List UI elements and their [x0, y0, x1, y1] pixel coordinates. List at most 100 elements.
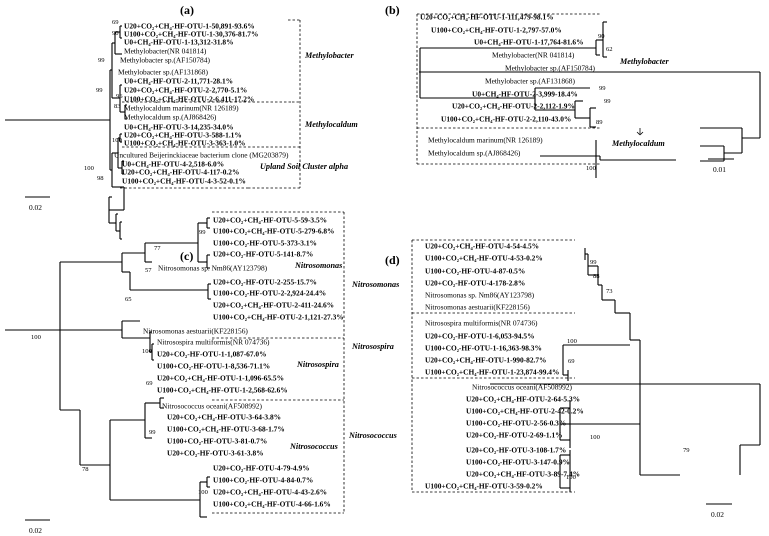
panel-d-leaf: U20+CO₂+CH₄-HF-OTU-2-64-5.3%: [466, 395, 580, 404]
panel-d-leaf: U100+CO₂+CH₄-HF-OTU-3-59-0.2%: [425, 482, 543, 491]
panel-c-leaf: U100+CO₂-HF-OTU-4-84-0.7%: [213, 476, 313, 485]
panel-d-leaf: Nitrosococcus oceani(AF508992): [472, 383, 572, 392]
panel-c-leaf: U100+CO₂-HF-OTU-1-8,536-71.1%: [157, 362, 270, 371]
panel-a-branches: [5, 25, 127, 240]
panel-a-leaf: U100+CO₂+CH₄-HF-OTU-1-30,376-81.7%: [124, 30, 258, 39]
panel-c-leaf: U100+CO₂+CH₄-HF-OTU-4-66-1.6%: [213, 500, 331, 509]
panel-d-leaf: U100+CO₂-HF-OTU-3-147-0.9%: [466, 458, 570, 467]
panel-a-leaf: U100+CO₂+CH₄-HF-OTU-3-363-1.0%: [124, 139, 245, 148]
bootstrap-value: 73: [606, 288, 613, 295]
clade-name-nitrosospira: Nitrosospira: [296, 360, 339, 369]
panel-d-leaf: U20+CO₂+CH₄-HF-OTU-4-54-4.5%: [425, 242, 539, 251]
bootstrap-value: 100: [112, 137, 123, 144]
panel-d-tree: (d): [348, 239, 761, 519]
panel-d-leaf: U20+CO₂+CH₄-HF-OTU-3-89-7.4%: [466, 470, 580, 479]
panel-b-leaf: Methylobacter sp.(AF131868): [485, 77, 575, 86]
panel-c-leaf: U20+CO₂-HF-OTU-4-79-4.9%: [213, 464, 310, 473]
panel-c-tree: (c): [5, 211, 345, 535]
panel-a-label: (a): [180, 3, 194, 17]
panel-b-leaf: Methylocaldum marinum(NR 126189): [428, 136, 543, 145]
panel-d-leaf: U100+CO₂+CH₄-HF-OTU-4-53-0.2%: [425, 254, 543, 263]
panel-d-leaf: Nitrosomonas aestuarii(KF228156): [425, 303, 530, 312]
panel-d-leaf: U100+CO₂-HF-OTU-4-87-0.5%: [425, 267, 525, 276]
panel-a-leaf: U20+CO₂+CH₄-HF-OTU-3-588-1.1%: [124, 131, 242, 140]
panel-b-leaf: U20+CO₂+CH₄-HF-OTU-1-111,479-98.1%: [420, 13, 554, 22]
panel-b-leaf: Methylocaldum sp.(AJ868426): [428, 149, 521, 158]
panel-c-leaf: U20+CO₂+CH₄-HF-OTU-4-43-2.6%: [213, 488, 327, 497]
bootstrap-value: 100: [142, 348, 153, 355]
bootstrap-value: 83: [114, 103, 121, 110]
panel-c-leaf: Nitrosomonas aestuarii(KF228156): [143, 327, 248, 336]
bootstrap-value: 100: [586, 165, 597, 172]
bootstrap-value: 89: [596, 119, 603, 126]
panel-b-leaf: U0+CH₄-HF-OTU-2-3,999-18.4%: [472, 90, 578, 99]
bootstrap-value: 90: [112, 30, 119, 37]
panel-b-tree: (b): [385, 3, 761, 178]
bootstrap-value: 99: [199, 229, 206, 236]
panel-a-leaf: Methylobacter sp.(AF150784): [120, 56, 210, 65]
panel-c-clade-boxes: [212, 211, 345, 514]
bootstrap-value: 77: [154, 245, 161, 252]
bootstrap-value: 100: [84, 165, 95, 172]
bootstrap-value: 99: [98, 57, 105, 64]
bootstrap-value: 100: [198, 489, 209, 496]
panel-a-leaf: Methylobacter(NR 041814): [124, 47, 207, 56]
panel-d-leaf: U20+CO₂-HF-OTU-2-69-1.1%: [466, 431, 563, 440]
panel-a-leaf: U0+CH₄-HF-OTU-3-14,235-34.0%: [124, 123, 233, 132]
clade-name-nitrosococcus: Nitrosococcus: [289, 442, 338, 451]
panel-a-tree: (a): [5, 3, 358, 240]
clade-name-methylobacter: Methylobacter: [304, 51, 354, 60]
panel-c-leaf: U100+CO₂+CH₄-HF-OTU-1-2,568-62.6%: [157, 386, 288, 395]
bootstrap-value: 100: [31, 334, 42, 341]
panel-d-leaf: Nitrosospira multiformis(NR 074736): [425, 319, 538, 328]
bootstrap-value: 88: [593, 273, 600, 280]
panel-b-leaf: Methylobacter sp.(AF150784): [505, 64, 595, 73]
bootstrap-value: 99: [96, 87, 103, 94]
bootstrap-value: 99: [590, 259, 597, 266]
bootstrap-value: 62: [606, 46, 613, 53]
panel-c-scale-bar: 0.02: [25, 519, 50, 535]
panel-d-leaf: Nitrosomonas sp. Nm86(AY123798): [425, 291, 535, 300]
bootstrap-value: 78: [82, 466, 89, 473]
bootstrap-value: 99: [604, 98, 611, 105]
bootstrap-value: 100: [590, 434, 601, 441]
clade-name-upland-soil-cluster-alpha: Upland Soil Cluster alpha: [260, 162, 348, 171]
panel-a-leaf: U100+CO₂+CH₄-HF-OTU-4-3-52-0.1%: [122, 177, 246, 186]
panel-a-leaf: U0+CH₄-HF-OTU-2-11,771-28.1%: [124, 77, 233, 86]
panel-d-leaf: U20+CO₂+CH₄-HF-OTU-1-990-82.7%: [425, 356, 546, 365]
panel-a-leaf: U20+CO₂+CH₄-HF-OTU-4-117-0.2%: [122, 168, 239, 177]
panel-c-leaf: U100+CO₂-HF-OTU-5-373-3.1%: [213, 239, 317, 248]
bootstrap-value: 96: [116, 93, 123, 100]
panel-c-leaf: U20+CO₂+CH₄-HF-OTU-2-411-24.6%: [213, 301, 334, 310]
panel-c-leaf-labels: U20+CO₂+CH₄-HF-OTU-5-59-3.5% U100+CO₂+CH…: [143, 216, 344, 509]
clade-name-methylocaldum: Methylocaldum: [611, 139, 665, 148]
panel-c-leaf: U20+CO₂-HF-OTU-3-61-3.8%: [167, 449, 264, 458]
bootstrap-value: 98: [97, 175, 104, 182]
panel-b-leaf: U0+CH₄-HF-OTU-1-17,764-81.6%: [474, 38, 583, 47]
panel-d-scale-bar: 0.02: [706, 503, 732, 519]
panel-c-label: (c): [180, 249, 193, 263]
clade-name-nitrosospira: Nitrosospira: [351, 342, 394, 351]
panel-d-leaf-labels: U20+CO₂+CH₄-HF-OTU-4-54-4.5% U100+CO₂+CH…: [425, 242, 584, 491]
scale-label: 0.02: [29, 203, 42, 212]
panel-b-leaf: U20+CO₂+CH₄-HF-OTU-2-2,112-1.9%: [452, 102, 575, 111]
bootstrap-value: 99: [149, 429, 156, 436]
panel-c-leaf: Nitrosospira multiformis(NR 074736): [157, 338, 270, 347]
panel-b-leaf-labels: U20+CO₂+CH₄-HF-OTU-1-111,479-98.1% U100+…: [420, 13, 595, 158]
panel-d-leaf: U20+CO₂-HF-OTU-4-178-2.8%: [425, 279, 525, 288]
bootstrap-value: 99: [599, 85, 606, 92]
panel-a-scale-bar: 0.02: [25, 196, 50, 212]
panel-a-leaf: Methylocaldum marinum(NR 126189): [124, 104, 239, 113]
panel-d-leaf: U100+CO₂+CH₄-HF-OTU-1-23,874-99.4%: [425, 368, 559, 377]
bootstrap-value: 100: [566, 474, 577, 481]
scale-label: 0.02: [29, 526, 42, 535]
panel-a-leaf: U0+CH₄-HF-OTU-4-2,518-6.0%: [122, 160, 224, 169]
scale-label: 0.01: [713, 165, 726, 174]
clade-name-methylobacter: Methylobacter: [619, 57, 669, 66]
panel-d-leaf: U100+CO₂-HF-OTU-2-56-0.3%: [466, 419, 566, 428]
panel-d-bootstrap-values: 99 88 73 100 69 100 100 79: [566, 259, 690, 481]
panel-c-leaf: U20+CO₂-HF-OTU-5-141-8.7%: [213, 250, 313, 259]
panel-d-label: (d): [385, 253, 400, 267]
clade-name-nitrosomonas: Nitrosomonas: [294, 261, 342, 270]
